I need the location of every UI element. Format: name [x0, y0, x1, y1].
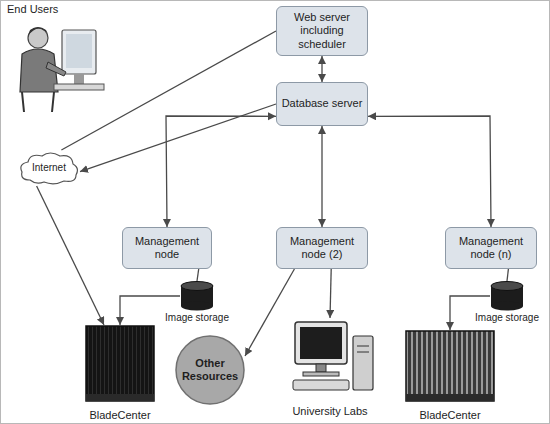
connector-arrow [166, 116, 276, 227]
management-box: Management node (n) [445, 227, 537, 269]
management-box: Management node [122, 227, 212, 269]
connector-arrow [61, 31, 276, 150]
storage-cylinder: Image storage [490, 281, 524, 311]
node-label: Image storage [165, 312, 229, 324]
connector-arrow [330, 269, 331, 318]
node-label: BladeCenter [80, 409, 160, 422]
connector-arrow [321, 126, 322, 227]
node-label: Management node [127, 235, 207, 261]
end-user-figure [20, 27, 104, 112]
connector-arrow [368, 116, 491, 227]
blade-rack-icon [80, 325, 160, 404]
heading-label: End Users [7, 3, 58, 15]
node-label: Internet [32, 162, 66, 174]
connector-arrow [321, 56, 322, 82]
node-shape [180, 281, 214, 311]
connector-arrow [37, 186, 104, 325]
connector-arrow [197, 269, 199, 281]
web-server-box: Web server including scheduler [276, 6, 368, 56]
node-label: Image storage [475, 312, 539, 324]
node-label: Management node (n) [450, 235, 532, 261]
connector-arrow [245, 269, 294, 356]
node-label: Web server including scheduler [281, 11, 363, 51]
blade-rack-icon [400, 330, 500, 404]
bladecenter-rack: BladeCenter [400, 330, 500, 422]
connector-arrow [507, 269, 508, 281]
internet-cloud: Internet [18, 150, 80, 186]
node-label: University Labs [275, 405, 385, 418]
management-box: Management node (2) [276, 227, 368, 269]
node-label: BladeCenter [400, 409, 500, 422]
computer-icon [275, 318, 385, 396]
resource-circle: Other Resources [175, 335, 245, 405]
node-label: Management node (2) [281, 235, 363, 261]
database-box: Database server [276, 82, 368, 126]
node-label: Other Resources [182, 357, 238, 383]
bladecenter-rack: BladeCenter [80, 325, 160, 422]
storage-cylinder: Image storage [180, 281, 214, 311]
node-shape [490, 281, 524, 311]
lab-computer: University Labs [275, 318, 385, 418]
connector-arrow [80, 104, 276, 172]
node-label: Database server [282, 97, 363, 110]
